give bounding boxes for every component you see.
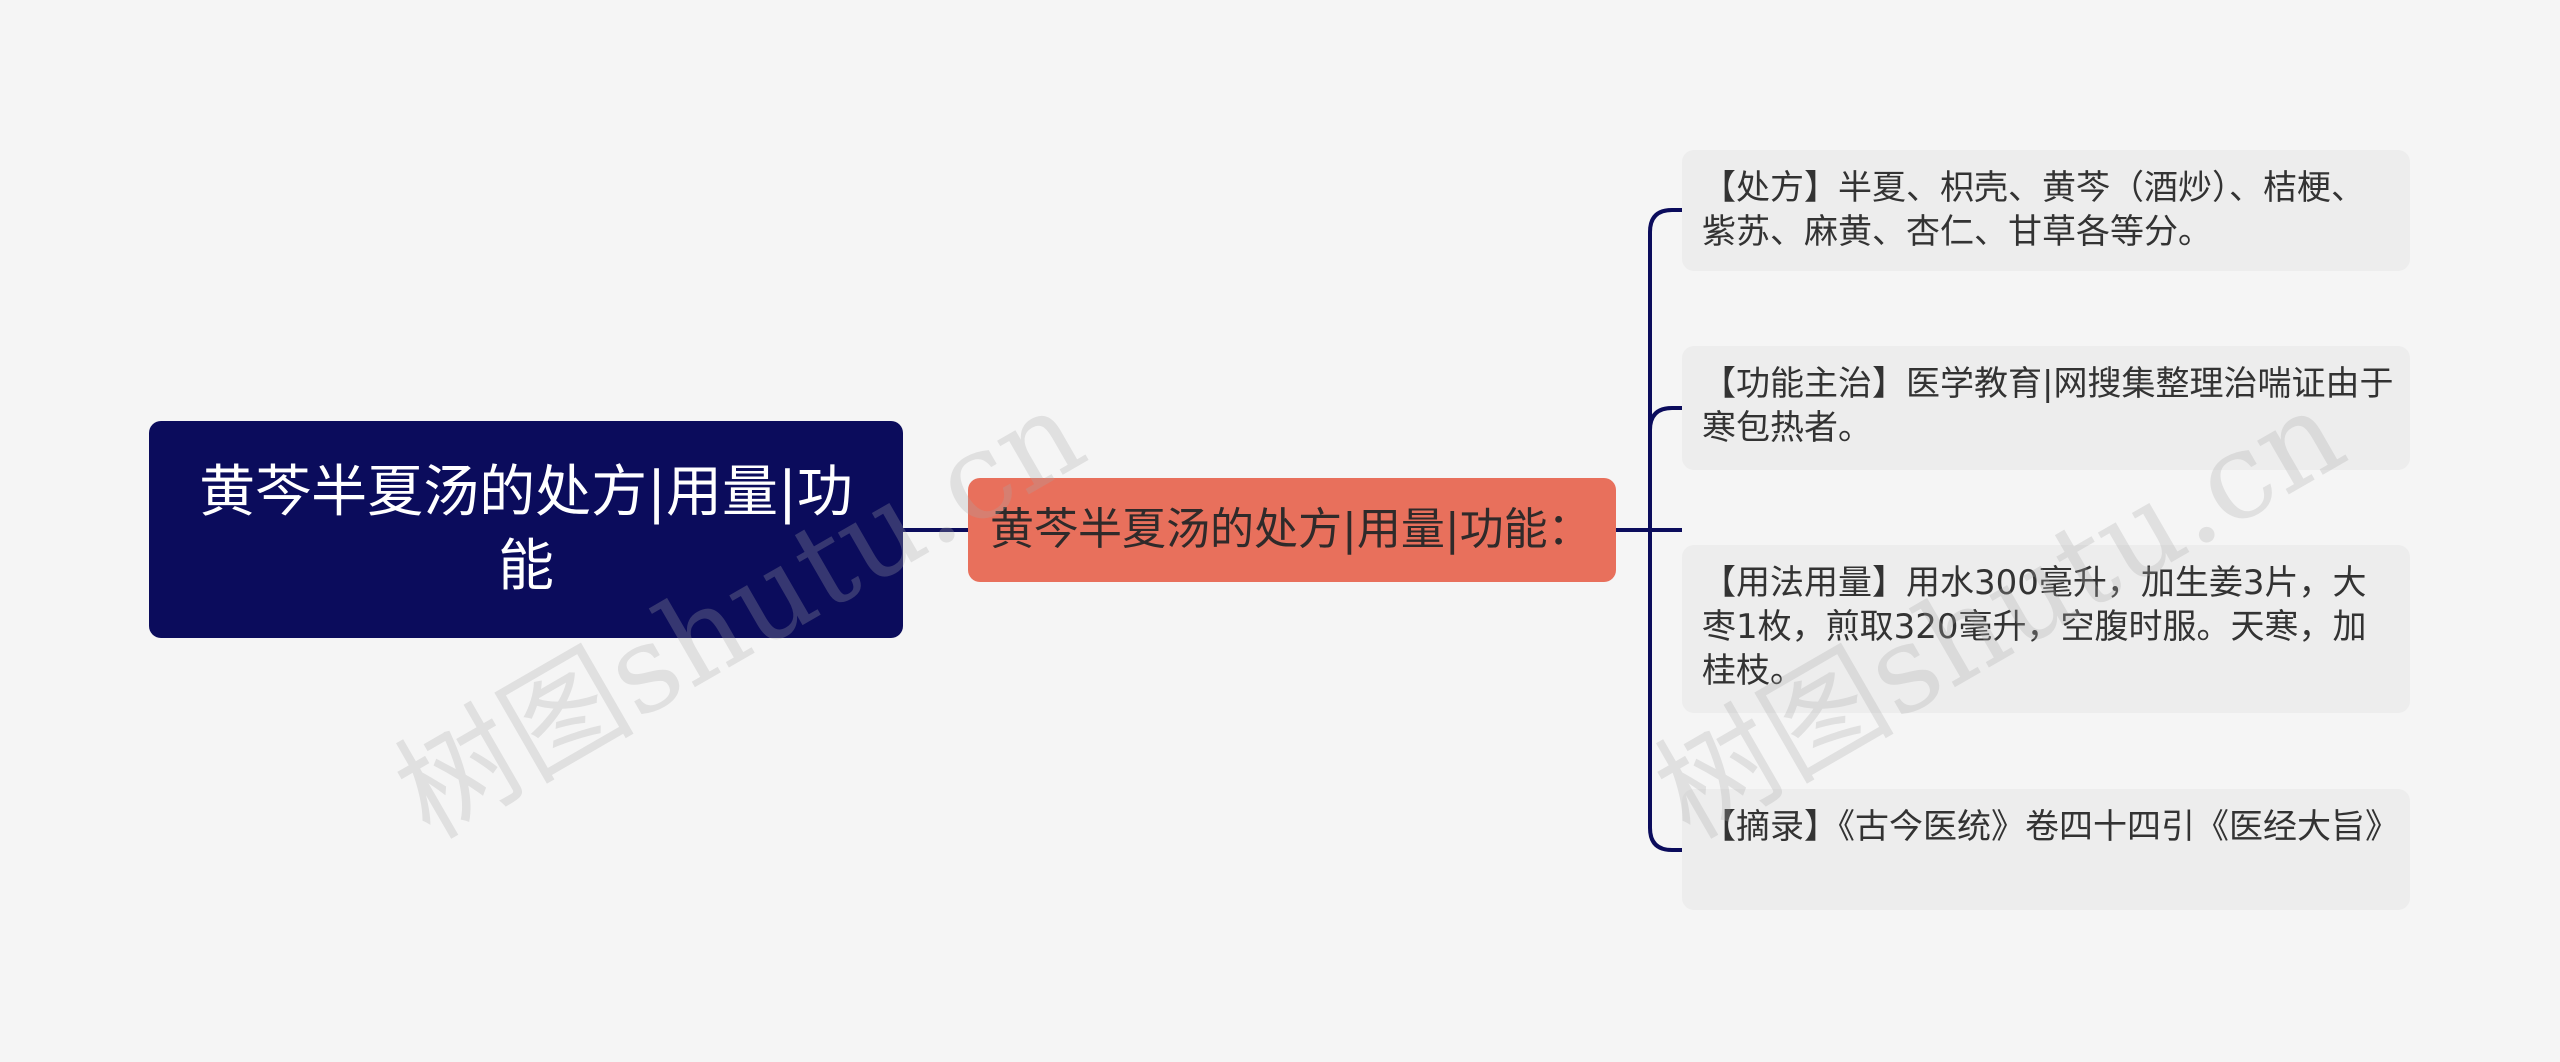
- leaf-node-label: 【用法用量】用水300毫升，加生姜3片，大枣1枚，煎取320毫升，空腹时服。天寒…: [1702, 563, 2367, 691]
- connector-leaf-4: [1648, 827, 1682, 852]
- leaf-node-dosage[interactable]: 【用法用量】用水300毫升，加生姜3片，大枣1枚，煎取320毫升，空腹时服。天寒…: [1682, 545, 2410, 713]
- leaf-node-prescription[interactable]: 【处方】半夏、枳壳、黄芩（酒炒）、桔梗、紫苏、麻黄、杏仁、甘草各等分。: [1682, 150, 2410, 271]
- leaf-node-label: 【摘录】《古今医统》卷四十四引《医经大旨》: [1702, 807, 2399, 847]
- connector-leaf-1: [1648, 208, 1682, 233]
- leaf-node-label: 【处方】半夏、枳壳、黄芩（酒炒）、桔梗、紫苏、麻黄、杏仁、甘草各等分。: [1702, 168, 2365, 252]
- branch-node-label: 黄芩半夏汤的处方|用量|功能：: [990, 504, 1592, 555]
- connector-leaf-2: [1648, 406, 1682, 431]
- root-node[interactable]: 黄芩半夏汤的处方|用量|功能: [149, 421, 903, 638]
- leaf-node-label: 【功能主治】医学教育|网搜集整理治喘证由于寒包热者。: [1702, 364, 2394, 448]
- root-node-label: 黄芩半夏汤的处方|用量|功能: [199, 459, 853, 599]
- leaf-node-indications[interactable]: 【功能主治】医学教育|网搜集整理治喘证由于寒包热者。: [1682, 346, 2410, 470]
- leaf-node-source[interactable]: 【摘录】《古今医统》卷四十四引《医经大旨》: [1682, 789, 2410, 910]
- branch-node[interactable]: 黄芩半夏汤的处方|用量|功能：: [968, 478, 1616, 582]
